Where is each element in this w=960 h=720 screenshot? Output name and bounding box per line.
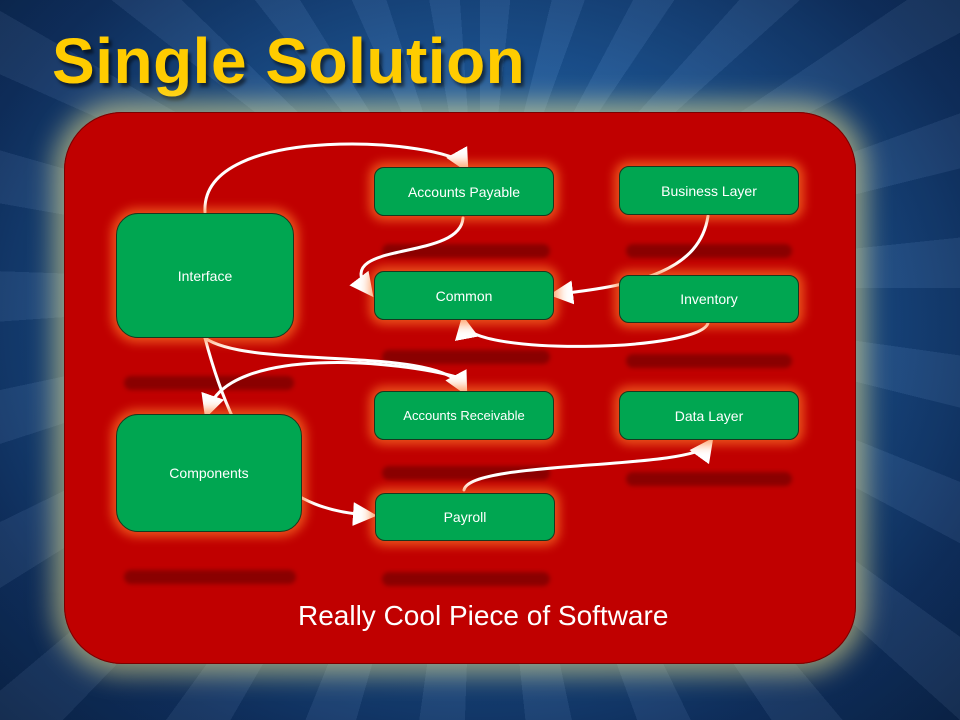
data-layer-label: Data Layer (674, 407, 744, 424)
box-shadow (626, 354, 792, 368)
data-layer-box[interactable]: Data Layer (619, 391, 799, 440)
box-shadow (382, 466, 550, 480)
box-shadow (626, 244, 792, 258)
interface-box[interactable]: Interface (116, 213, 294, 338)
components-label: Components (169, 465, 249, 481)
accounts-payable-label: Accounts Payable (407, 183, 521, 200)
box-shadow (124, 376, 294, 390)
box-shadow (382, 572, 550, 586)
components-box[interactable]: Components (116, 414, 302, 532)
box-shadow (626, 472, 792, 486)
inventory-label: Inventory (680, 291, 738, 307)
payroll-box[interactable]: Payroll (375, 493, 555, 541)
box-shadow (124, 570, 296, 584)
common-box[interactable]: Common (374, 271, 554, 320)
business-layer-box[interactable]: Business Layer (619, 166, 799, 215)
box-shadow (382, 350, 550, 364)
interface-label: Interface (177, 267, 233, 284)
accounts-receivable-label: Accounts Receivable (403, 408, 525, 423)
panel-caption: Really Cool Piece of Software (298, 600, 669, 631)
business-layer-label: Business Layer (661, 182, 757, 199)
slide-title: Single Solution (52, 25, 526, 97)
payroll-label: Payroll (443, 509, 487, 525)
accounts-receivable-box[interactable]: Accounts Receivable (374, 391, 554, 440)
inventory-box[interactable]: Inventory (619, 275, 799, 323)
box-shadow (382, 244, 550, 258)
common-label: Common (435, 287, 493, 304)
accounts-payable-box[interactable]: Accounts Payable (374, 167, 554, 216)
